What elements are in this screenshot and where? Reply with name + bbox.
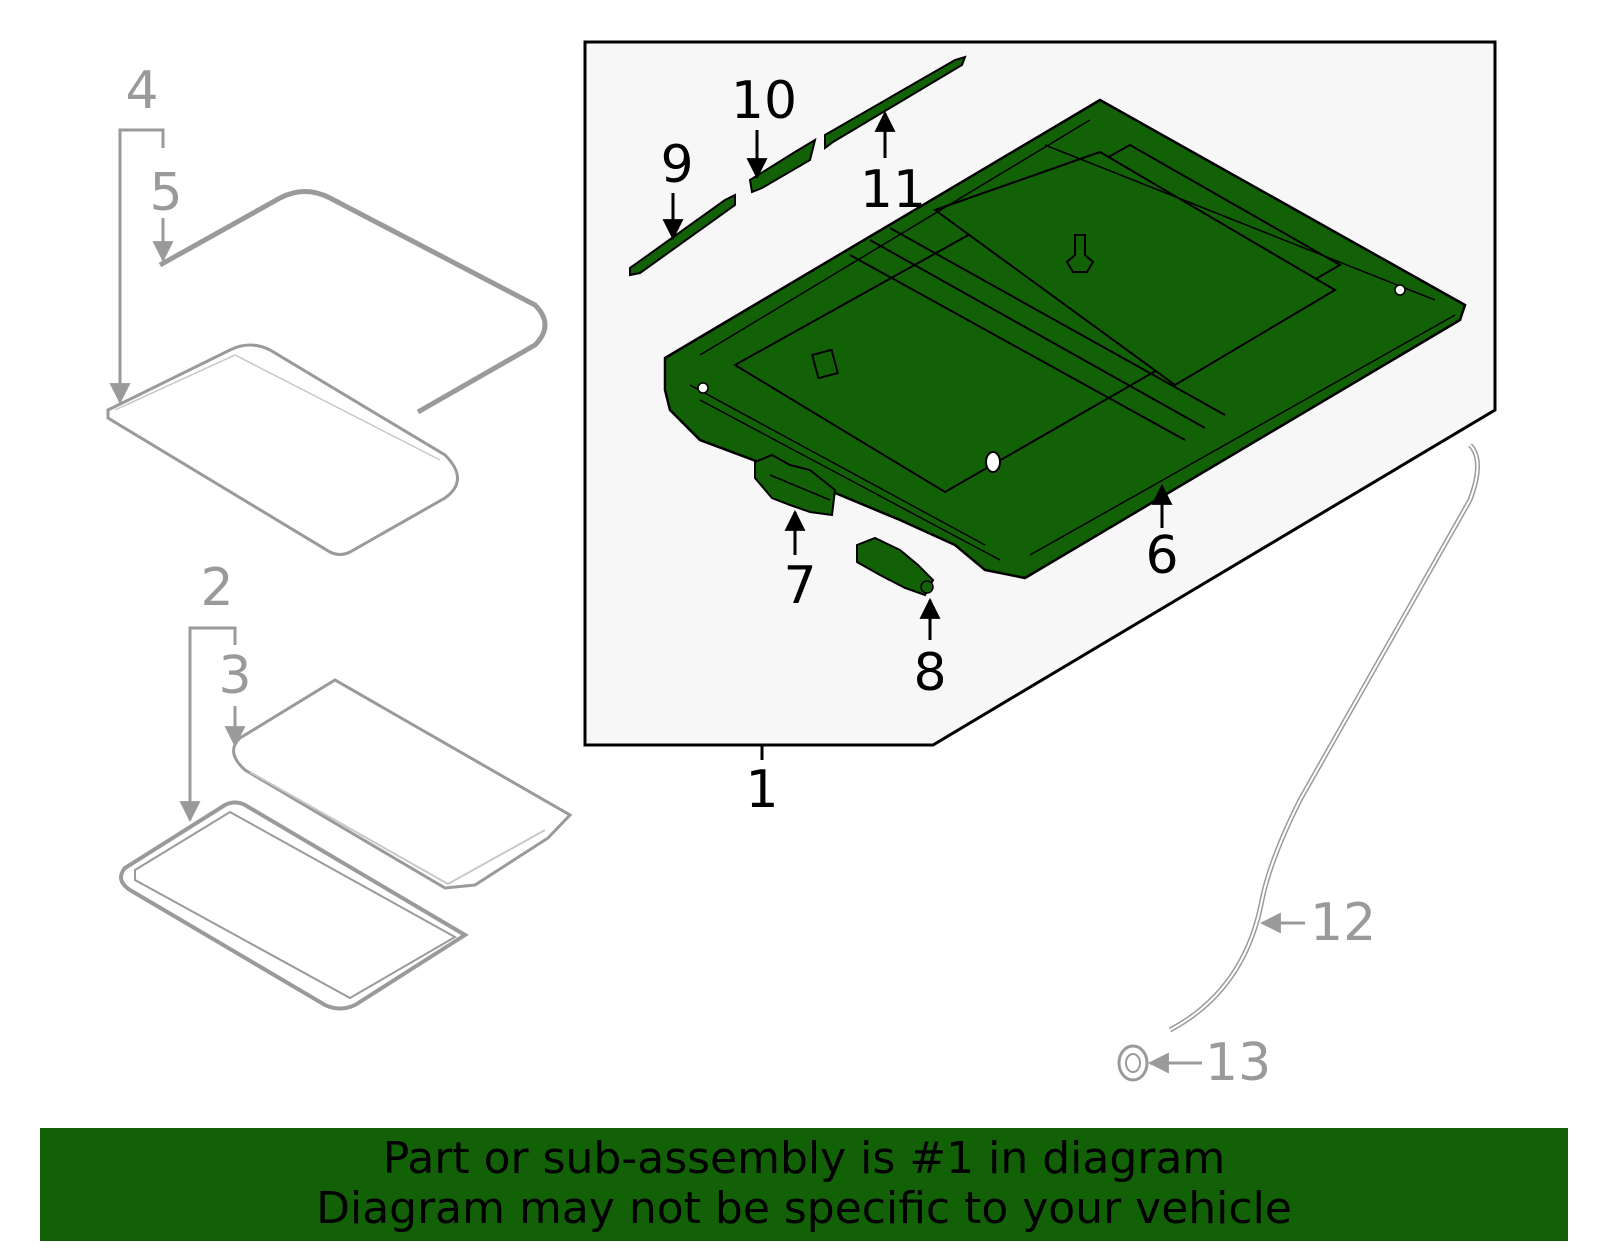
callout-4: 4 (125, 61, 158, 121)
part-5-seal[interactable] (158, 189, 548, 415)
leader-2-branch (217, 626, 237, 645)
callout-9: 9 (660, 135, 693, 195)
callout-6: 6 (1145, 526, 1178, 586)
part-13-grommet[interactable] (1117, 1044, 1149, 1082)
callout-11: 11 (860, 160, 926, 220)
callout-3: 3 (218, 646, 251, 706)
callout-13: 13 (1205, 1033, 1271, 1093)
callout-1: 1 (745, 760, 778, 820)
sunroof-frame[interactable] (663, 98, 1467, 580)
leader-4 (109, 128, 142, 405)
callout-5: 5 (149, 163, 182, 223)
callout-8: 8 (913, 643, 946, 703)
callout-12: 12 (1310, 893, 1376, 953)
part-11-strip[interactable] (824, 55, 967, 150)
part-4-glass[interactable] (106, 343, 459, 556)
part-8-bracket[interactable] (856, 536, 935, 597)
callout-7: 7 (783, 556, 816, 616)
part-7-motor[interactable] (754, 453, 837, 517)
part-2-sunshade[interactable] (119, 800, 469, 1011)
callout-2: 2 (200, 558, 233, 618)
callout-10: 10 (731, 71, 797, 131)
leader-2 (179, 626, 217, 823)
banner-line-2: Diagram may not be specific to your vehi… (316, 1183, 1292, 1234)
banner-line-1: Part or sub-assembly is #1 in diagram (382, 1133, 1226, 1184)
leader-4-branch (142, 128, 165, 148)
info-banner: Part or sub-assembly is #1 in diagram Di… (40, 1128, 1568, 1241)
